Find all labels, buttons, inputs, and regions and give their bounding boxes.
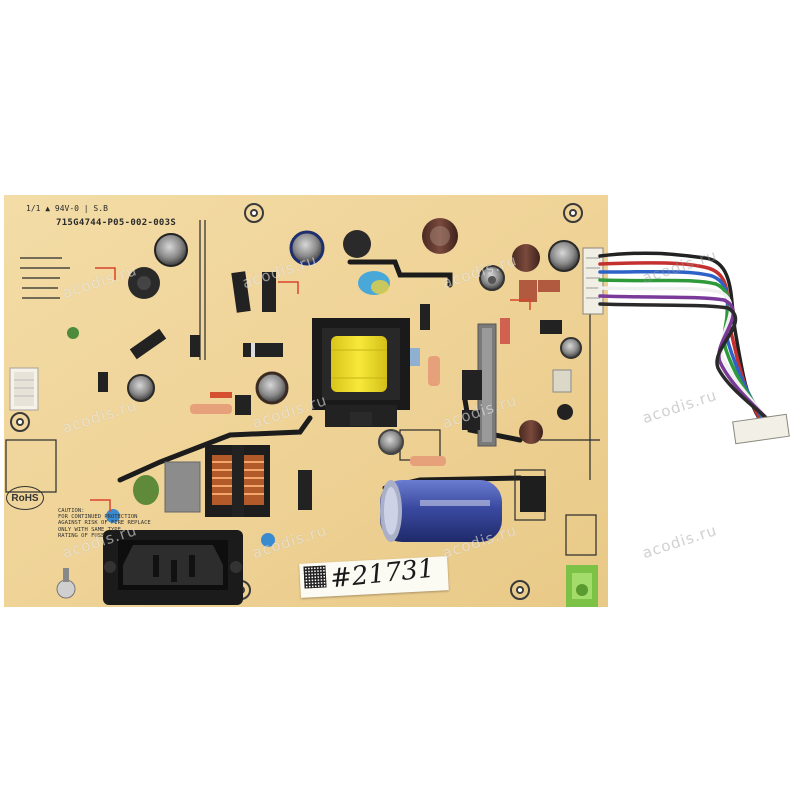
wire-harness: [598, 251, 782, 434]
x-capacitor: [164, 461, 201, 513]
small-capacitors: [67, 271, 420, 547]
board-part-number: 715G4744-P05-002-003S: [56, 218, 177, 228]
fuse-terminal: [56, 568, 76, 599]
main-transformer: [312, 318, 410, 427]
green-terminal: [566, 565, 598, 607]
common-mode-choke: [205, 445, 270, 517]
diodes: [98, 271, 430, 510]
inductors: [128, 230, 496, 299]
cable-connector-end: [732, 413, 790, 445]
red-markings: [90, 267, 531, 512]
qr-code-icon: [303, 565, 327, 589]
heat-sink: [462, 323, 497, 447]
electrolytic-capacitors: [127, 218, 582, 455]
ac-power-inlet: [103, 530, 243, 605]
left-white-connector: [9, 367, 39, 411]
bulk-electrolytic-capacitor: [380, 480, 502, 542]
thin-traces: [5, 220, 600, 556]
rohs-mark: RoHS: [6, 486, 44, 510]
ics-and-transistors: [235, 320, 573, 512]
resistors: [190, 280, 560, 466]
board-top-marks: 1/1 ▲ 94V-0 | S.B: [26, 204, 108, 213]
caution-text: CAUTION: FOR CONTINUED PROTECTION AGAINS…: [58, 508, 151, 539]
